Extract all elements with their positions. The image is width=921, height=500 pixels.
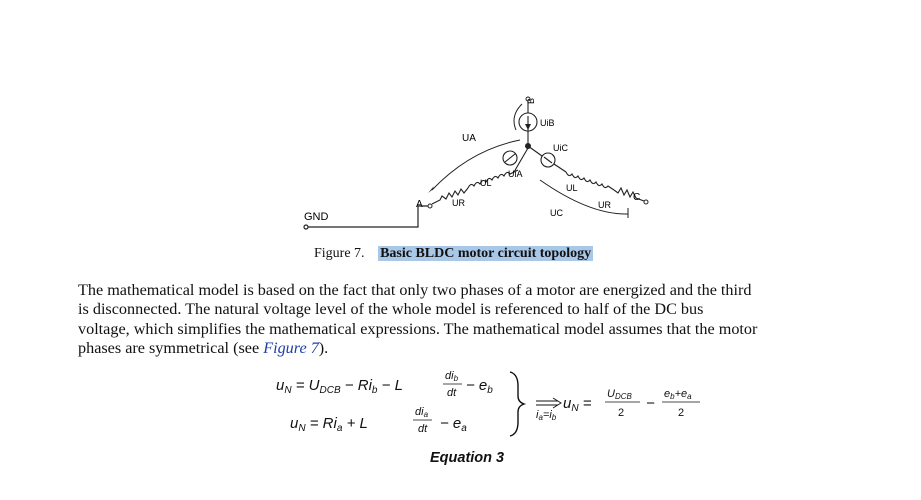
svg-text:dt: dt bbox=[418, 423, 428, 435]
svg-text:− ea: − ea bbox=[440, 415, 467, 434]
svg-text:dib: dib bbox=[445, 370, 459, 383]
ur-right-label: UR bbox=[598, 200, 611, 210]
uic-label: UiC bbox=[553, 143, 568, 153]
bldc-circuit-diagram: GND A UA UiA UL UR UiB B UiC bbox=[303, 96, 649, 230]
paragraph-line-4-text: phases are symmetrical (see bbox=[78, 339, 264, 358]
ua-arrow bbox=[431, 139, 521, 191]
figure-title: Basic BLDC motor circuit topology bbox=[378, 246, 594, 261]
svg-text:uN = Ria + L: uN = Ria + L bbox=[290, 415, 368, 434]
phase-a-branch bbox=[431, 147, 529, 205]
svg-text:− eb: − eb bbox=[466, 377, 493, 396]
node-c-label: C bbox=[633, 192, 640, 203]
svg-text:ia=ib: ia=ib bbox=[536, 409, 557, 422]
gnd-label: GND bbox=[304, 211, 329, 223]
figure-number: Figure 7. bbox=[314, 246, 365, 261]
uib-label: UiB bbox=[540, 118, 555, 128]
paragraph-line-1: The mathematical model is based on the f… bbox=[78, 281, 752, 299]
equation-3-formula: uN = UDCB − Rib − L dib dt − eb uN = Ria… bbox=[276, 370, 700, 437]
ua-arrowhead bbox=[428, 186, 434, 193]
ul-right-label: UL bbox=[566, 183, 578, 193]
paragraph-line-4-end: ). bbox=[318, 339, 329, 358]
ub-arrow bbox=[513, 103, 523, 131]
svg-text:dt: dt bbox=[447, 387, 457, 399]
uia-source bbox=[502, 150, 518, 166]
paragraph-line-3: voltage, which simplifies the mathematic… bbox=[78, 319, 758, 338]
node-c-terminal bbox=[643, 199, 649, 205]
svg-text:UDCB: UDCB bbox=[607, 388, 633, 401]
body-paragraph: The mathematical model is based on the f… bbox=[78, 281, 878, 359]
node-b-label: B bbox=[526, 98, 536, 104]
svg-text:−: − bbox=[646, 395, 655, 412]
svg-text:uN = UDCB − Rib − L: uN = UDCB − Rib − L bbox=[276, 377, 403, 396]
svg-text:2: 2 bbox=[678, 407, 684, 419]
node-a-terminal bbox=[427, 203, 433, 209]
figure-caption: Figure 7. Basic BLDC motor circuit topol… bbox=[314, 246, 594, 262]
paragraph-line-2: is disconnected. The natural voltage lev… bbox=[78, 300, 704, 319]
node-b-terminal bbox=[525, 96, 531, 102]
paragraph-line-4: phases are symmetrical (see Figure 7). bbox=[78, 339, 878, 358]
node-a-label: A bbox=[416, 199, 423, 210]
ul-left-label: UL bbox=[480, 178, 492, 188]
uc-label: UC bbox=[550, 208, 563, 218]
uib-arrowhead bbox=[525, 124, 531, 130]
ur-left-label: UR bbox=[452, 198, 465, 208]
svg-text:dia: dia bbox=[415, 406, 429, 419]
phase-c-branch bbox=[527, 145, 645, 202]
equation-label: Equation 3 bbox=[430, 450, 505, 466]
svg-text:uN =: uN = bbox=[563, 395, 592, 414]
uc-arrow bbox=[539, 179, 629, 215]
ua-label: UA bbox=[462, 133, 476, 144]
uia-label: UiA bbox=[508, 169, 523, 179]
figure-7-link[interactable]: Figure 7 bbox=[263, 339, 319, 358]
gnd-wire bbox=[303, 205, 428, 230]
svg-text:eb+ea: eb+ea bbox=[664, 388, 692, 401]
svg-text:2: 2 bbox=[618, 407, 624, 419]
